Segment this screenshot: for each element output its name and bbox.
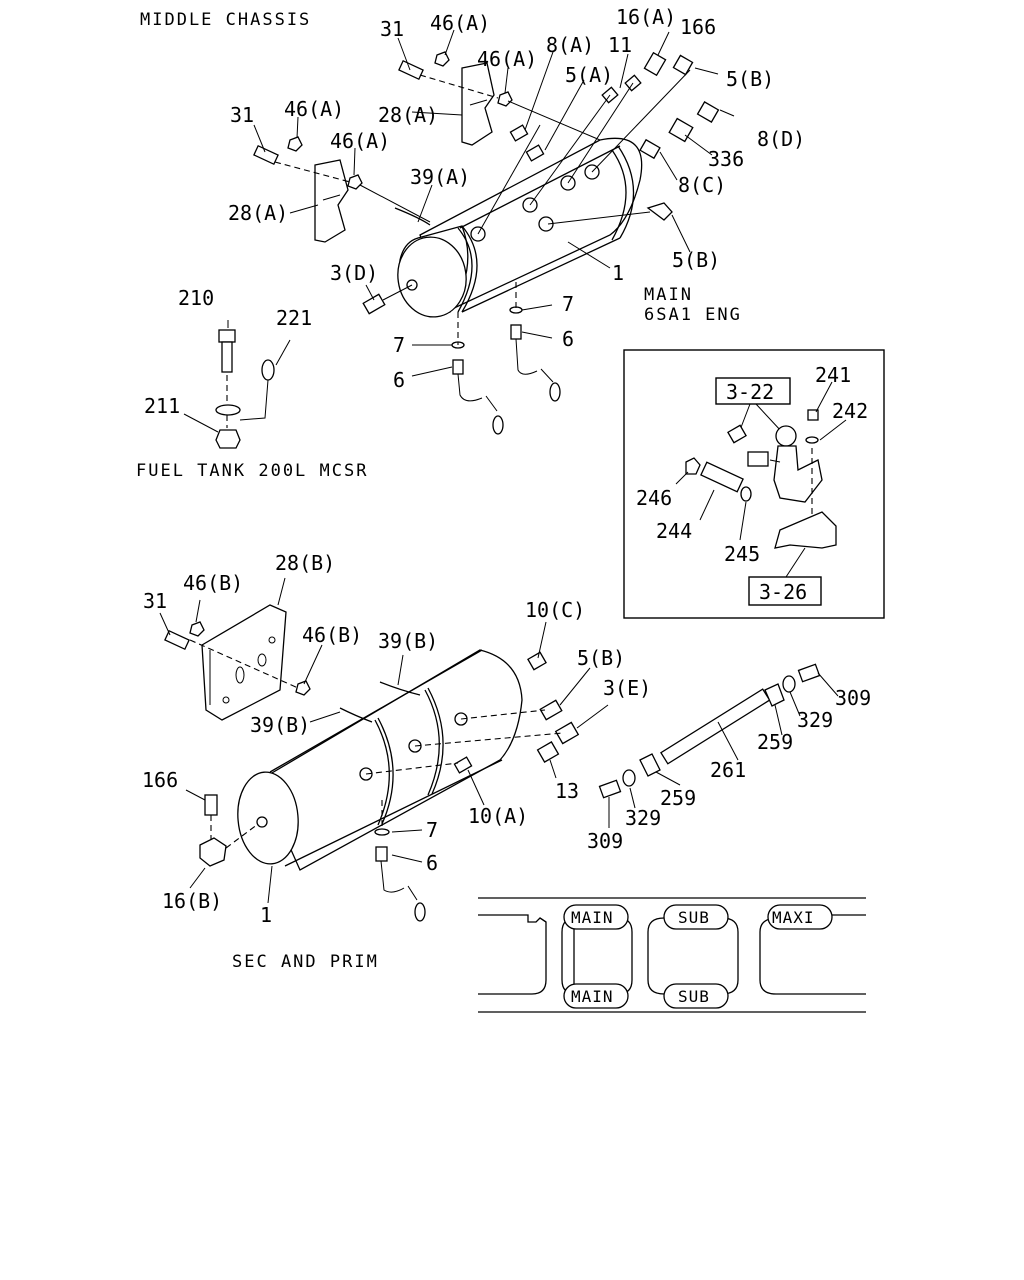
label-259-left: 259 [660,786,696,810]
label-166-top: 166 [680,15,716,39]
label-10c: 10(C) [525,598,585,622]
bracket-28a-front [314,159,349,243]
label-6-right: 6 [562,327,574,351]
nut-46b-2 [295,680,311,696]
legend-top-main: MAIN [571,908,614,927]
label-46a-1: 46(A) [430,11,490,35]
label-10a: 10(A) [468,804,528,828]
label-28a-2: 28(A) [228,201,288,225]
strap-39a [394,207,431,226]
pipe-assembly-261 [598,663,821,799]
label-11: 11 [608,33,632,57]
label-39b-2: 39(B) [250,713,310,737]
label-245: 245 [724,542,760,566]
label-16b: 16(B) [162,889,222,913]
label-241: 241 [815,363,851,387]
label-5b-2: 5(B) [672,248,720,272]
bracket-28a-rear [461,62,495,146]
label-221: 221 [276,306,312,330]
legend-top-maxi: MAXI [772,908,815,927]
label-329-left: 329 [625,806,661,830]
label-261: 261 [710,758,746,782]
label-16a: 16(A) [616,5,676,29]
label-5b-1: 5(B) [726,67,774,91]
label-7-left: 7 [393,333,405,357]
label-46a-2: 46(A) [477,47,537,71]
label-210: 210 [178,286,214,310]
label-28a-1: 28(A) [378,103,438,127]
strap-39b-lower [339,707,373,723]
caption-main: MAIN [644,285,693,305]
legend-bottom-main: MAIN [571,987,614,1006]
inset-valve-assembly: 3-22 3-26 [675,377,847,606]
bolt-210 [218,329,236,373]
caption-fuel-tank: FUEL TANK 200L MCSR [136,461,368,481]
drain-valve-bottom [374,800,426,922]
bracket-28b [201,604,287,721]
label-8d: 8(D) [757,127,805,151]
label-259-right: 259 [757,730,793,754]
label-336: 336 [708,147,744,171]
drain-valve-right [509,282,561,402]
legend-top-sub: SUB [678,908,710,927]
caption-middle-chassis: MIDDLE CHASSIS [140,10,311,30]
fittings-bottom [453,651,580,774]
caption-sec-and-prim: SEC AND PRIM [232,952,379,972]
sec-prim-air-tank [237,649,523,871]
nut-211 [215,429,241,449]
label-166-bottom: 166 [142,768,178,792]
label-46b-2: 46(B) [302,623,362,647]
label-242: 242 [832,399,868,423]
label-7-bottom: 7 [426,818,438,842]
label-28b: 28(B) [275,551,335,575]
label-309-right: 309 [835,686,871,710]
label-31-upper: 31 [380,17,404,41]
label-5a: 5(A) [565,63,613,87]
ref-3-26: 3-26 [759,580,807,604]
label-46b-1: 46(B) [183,571,243,595]
fitting-166-bottom [204,794,218,816]
washer [215,404,241,416]
label-39b-1: 39(B) [378,629,438,653]
label-5b-bottom: 5(B) [577,646,625,670]
label-31-lower: 31 [230,103,254,127]
label-1-bottom: 1 [260,903,272,927]
caption-6sa1-eng: 6SA1 ENG [644,305,742,325]
legend-bottom-sub: SUB [678,987,710,1006]
tank-legend: MAIN SUB MAXI MAIN SUB [478,897,866,1013]
label-13: 13 [555,779,579,803]
strap-39b-upper [379,681,421,696]
fitting-16b [199,837,227,867]
label-3e: 3(E) [603,676,651,700]
label-3d: 3(D) [330,261,378,285]
bolt-31-lower [253,144,279,166]
label-1-top: 1 [612,261,624,285]
fitting-3d [362,284,413,315]
ref-3-22: 3-22 [726,380,774,404]
nut-46b-1 [189,621,205,637]
label-6-bottom: 6 [426,851,438,875]
label-31-bottom: 31 [143,589,167,613]
label-309-left: 309 [587,829,623,853]
label-7-right: 7 [562,292,574,316]
clip-221 [261,359,275,381]
label-211: 211 [144,394,180,418]
label-244: 244 [656,519,692,543]
label-329-right: 329 [797,708,833,732]
label-6-left: 6 [393,368,405,392]
label-46a-4: 46(A) [330,129,390,153]
label-46a-3: 46(A) [284,97,344,121]
bolt-31-upper [398,59,424,81]
bolt-31-bottom [164,629,190,651]
label-246: 246 [636,486,672,510]
label-8a: 8(A) [546,33,594,57]
label-8c: 8(C) [678,173,726,197]
label-39a: 39(A) [410,165,470,189]
drain-valve-left [451,312,504,435]
